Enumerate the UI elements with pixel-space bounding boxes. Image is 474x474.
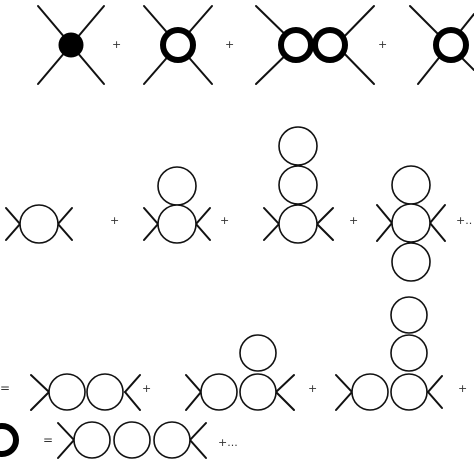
bubble-single bbox=[5, 204, 73, 244]
plus-more-operator: +.. bbox=[456, 214, 472, 227]
plus-operator: + bbox=[112, 38, 121, 51]
plus-operator: + bbox=[142, 382, 151, 395]
vertex-thick-loop-partial bbox=[409, 5, 474, 85]
bubble-with-one-tadpole bbox=[143, 166, 211, 244]
plus-operator: + bbox=[378, 38, 387, 51]
plus-operator: + bbox=[110, 214, 119, 227]
plus-more-operator: +... bbox=[218, 436, 238, 449]
vertex-filled bbox=[37, 5, 105, 85]
thick-loop-partial bbox=[0, 423, 19, 457]
plus-operator: + bbox=[308, 382, 317, 395]
bubble-double-with-tadpole bbox=[185, 334, 295, 411]
bubble-triple-chain bbox=[57, 421, 207, 459]
vertex-thick-loop bbox=[143, 5, 213, 85]
plus-operator: + bbox=[349, 214, 358, 227]
bubble-with-two-tadpoles bbox=[263, 126, 334, 244]
bubble-vertical-chain bbox=[376, 165, 446, 282]
plus-operator: + bbox=[458, 382, 467, 395]
plus-operator: + bbox=[225, 38, 234, 51]
equals-operator: = bbox=[43, 433, 53, 447]
plus-operator: + bbox=[220, 214, 229, 227]
bubble-double-chain bbox=[30, 373, 141, 411]
equals-operator: = bbox=[0, 381, 10, 395]
bubble-double-with-vertical-chain bbox=[335, 296, 443, 411]
vertex-double-thick-loop bbox=[255, 5, 375, 85]
